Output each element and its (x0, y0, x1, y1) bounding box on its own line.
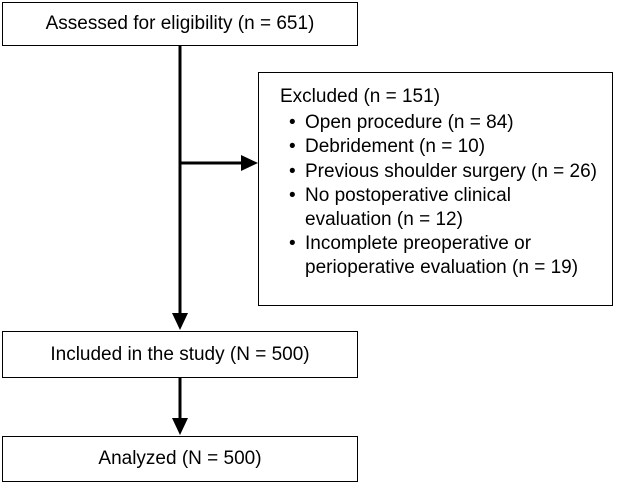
arrowhead-to-excluded (241, 155, 258, 171)
exclusion-reason: Previous shoulder surgery (n = 26) (280, 160, 602, 184)
assessed-box: Assessed for eligibility (n = 651) (2, 2, 358, 46)
exclusion-reasons-list: Open procedure (n = 84) Debridement (n =… (280, 111, 602, 280)
excluded-title: Excluded (n = 151) (280, 86, 441, 107)
excluded-box: Excluded (n = 151) Open procedure (n = 8… (258, 72, 613, 306)
included-box: Included in the study (N = 500) (2, 331, 358, 378)
exclusion-reason: No postoperative clinical evaluation (n … (280, 184, 602, 232)
exclusion-reason: Open procedure (n = 84) (280, 111, 602, 135)
exclusion-reason: Debridement (n = 10) (280, 135, 602, 159)
included-label: Included in the study (N = 500) (50, 343, 310, 365)
exclusion-reason: Incomplete preoperative or perioperative… (280, 232, 602, 280)
arrowhead-to-included (172, 313, 188, 330)
assessed-label: Assessed for eligibility (n = 651) (45, 13, 315, 34)
analyzed-box: Analyzed (N = 500) (2, 436, 358, 482)
analyzed-label: Analyzed (N = 500) (98, 448, 262, 469)
arrowhead-to-analyzed (172, 418, 188, 435)
